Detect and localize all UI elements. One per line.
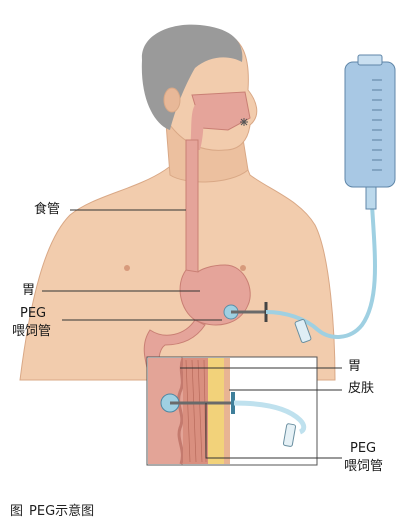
tongue-mark xyxy=(240,118,248,126)
drip-chamber xyxy=(365,186,377,210)
figure-caption: 图 PEG示意图 xyxy=(10,500,100,519)
label-inset-stomach: 胃 xyxy=(348,359,362,374)
torso xyxy=(19,144,336,381)
label-peg-line1: PEG xyxy=(20,306,47,321)
nipple-left xyxy=(124,265,130,271)
inset-tube-connector xyxy=(282,423,297,447)
bag-cap xyxy=(357,54,383,66)
label-inset-skin: 皮肤 xyxy=(348,381,375,396)
inset-peg-tube xyxy=(233,400,307,435)
bag-scale xyxy=(372,79,382,171)
inset-skin-layer xyxy=(224,358,230,464)
esophagus xyxy=(185,139,199,273)
leader-inset-peg xyxy=(205,403,342,459)
ear xyxy=(163,87,181,113)
nipple-right xyxy=(240,265,246,271)
inset-muscle-fibers xyxy=(185,359,207,463)
inset-mucosa-edge xyxy=(177,357,185,465)
feeding-bag xyxy=(344,61,396,188)
label-stomach: 胃 xyxy=(22,283,36,298)
pharynx xyxy=(190,105,204,150)
inset-fat-layer xyxy=(208,358,224,464)
label-inset-peg-line1: PEG xyxy=(350,441,377,456)
caption-prefix: 图 xyxy=(10,504,24,519)
tube-connector xyxy=(294,319,312,343)
peg-external-tube xyxy=(265,204,377,339)
stomach xyxy=(179,264,251,326)
caption-text: PEG示意图 xyxy=(29,504,95,519)
label-esophagus: 食管 xyxy=(34,202,61,217)
label-inset-peg-line2: 喂饲管 xyxy=(344,459,384,474)
label-peg-line2: 喂饲管 xyxy=(12,324,52,339)
